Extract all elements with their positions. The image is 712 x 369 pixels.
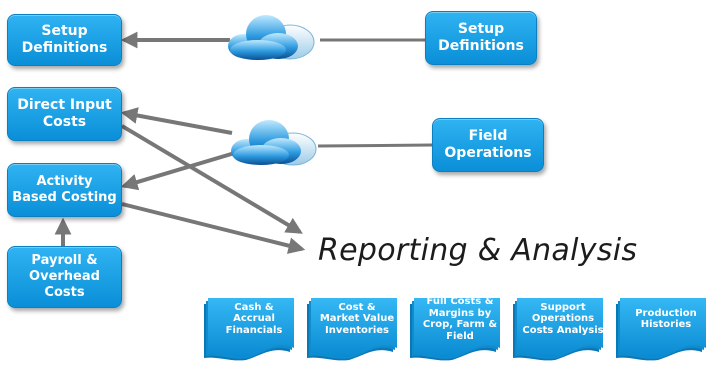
document-stack-icon [616,298,706,361]
setup-definitions-label-left: Setup Definitions [21,22,108,56]
report-document: Production Histories [616,290,711,362]
report-document: Cost & Market Value Inventories [307,290,402,362]
document-stack-icon [204,298,294,361]
report-document: Full Costs & Margins by Crop, Farm & Fie… [410,290,505,362]
payroll-overhead-costs-label: Payroll & Overhead Costs [29,253,100,300]
cloud-icon-middle [231,120,317,166]
setup-definitions-box-left: Setup Definitions [7,14,122,66]
report-document-label: Cash & Accrual Financials [225,301,283,336]
setup-definitions-box-right: Setup Definitions [425,11,537,65]
report-document-label: Production Histories [635,307,697,331]
report-document-label: Full Costs & Margins by Crop, Farm & Fie… [422,296,498,342]
reporting-analysis-title: Reporting & Analysis [318,233,638,268]
field-operations-box: Field Operations [432,118,544,172]
link-field-ops-to-cloud [317,143,433,148]
report-document-label: Cost & Market Value Inventories [319,301,395,336]
direct-input-costs-box: Direct Input Costs [7,87,122,141]
arrow-activity-to-reporting [121,202,306,254]
field-operations-label: Field Operations [444,127,532,161]
arrow-cloud-to-direct-input [120,107,233,135]
activity-based-costing-label: Activity Based Costing [12,174,117,205]
arrow-cloud-to-activity [120,150,239,191]
payroll-overhead-costs-box: Payroll & Overhead Costs [7,246,122,308]
arrow-direct-input-to-reporting [120,124,303,234]
setup-definitions-label-right: Setup Definitions [438,20,524,54]
report-document: Support Operations Costs Analysis [513,290,608,362]
document-stack-icon [410,298,500,361]
report-document-label: Support Operations Costs Analysis [522,301,604,336]
cloud-icon-top [228,15,315,60]
document-stack-icon [513,298,603,361]
document-stack-icon [307,298,397,361]
report-document: Cash & Accrual Financials [204,290,299,362]
activity-based-costing-box: Activity Based Costing [7,163,122,217]
direct-input-costs-label: Direct Input Costs [17,96,112,130]
